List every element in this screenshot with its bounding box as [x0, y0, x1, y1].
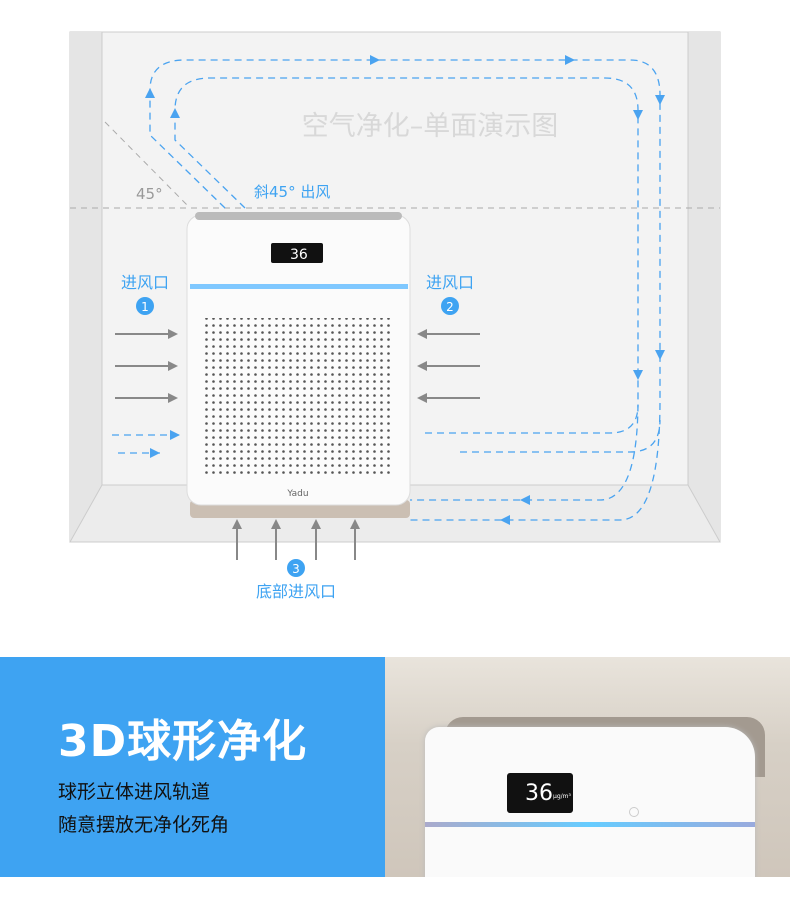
- flow-arrowheads: [145, 55, 665, 525]
- inlet-arrows: [115, 333, 480, 560]
- feature-headline: 3D球形净化: [58, 716, 308, 767]
- airflow-paths: [112, 59, 661, 521]
- angle-label: 45°: [136, 185, 163, 203]
- display-value: 36: [290, 247, 308, 263]
- inlet-left-label: 进风口: [121, 273, 169, 292]
- inlet-bottom-label: 底部进风口: [256, 582, 336, 601]
- display-panel: [271, 243, 323, 263]
- feature-line-1: 球形立体进风轨道: [58, 781, 211, 803]
- inlet-left-number: 1: [141, 300, 149, 314]
- product-photo: 36 μg/m³: [385, 657, 790, 877]
- feature-line-2: 随意摆放无净化死角: [58, 814, 230, 836]
- feature-text-panel: 3D球形净化 球形立体进风轨道 随意摆放无净化死角: [0, 657, 385, 877]
- airflow-diagram: 空气净化–单面演示图 45° 斜45° 出风 进风口 1 进风口 2 3 底部进…: [69, 31, 721, 601]
- inlet-bottom-number: 3: [292, 562, 300, 576]
- display-panel: 36 μg/m³: [507, 773, 573, 813]
- inlet-right-label: 进风口: [426, 273, 474, 292]
- air-purifier: 36 Yadu: [186, 212, 411, 518]
- power-icon: [629, 807, 639, 817]
- banner-display-unit: μg/m³: [553, 793, 571, 800]
- outlet-label: 斜45° 出风: [254, 183, 330, 201]
- diagram-title: 空气净化–单面演示图: [302, 111, 559, 142]
- feature-banner: 3D球形净化 球形立体进风轨道 随意摆放无净化死角 36 μg/m³: [0, 657, 790, 877]
- inlet-right-number: 2: [446, 300, 454, 314]
- banner-display-value: 36: [525, 781, 553, 806]
- device-brand: Yadu: [286, 489, 308, 499]
